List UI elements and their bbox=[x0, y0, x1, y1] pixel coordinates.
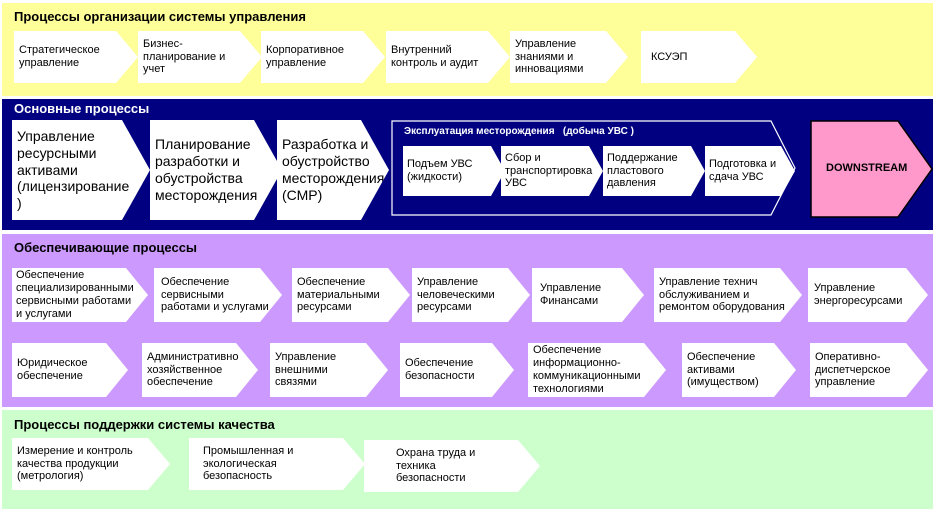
process-ksuep[interactable]: КСУЭП bbox=[641, 31, 757, 83]
support-processes-section: Обеспечивающие процессы Обеспечение спец… bbox=[2, 234, 933, 407]
process-hc-collection[interactable]: Сбор и транспортировка УВС bbox=[501, 146, 603, 196]
exploitation-group: Эксплуатация месторождения (добыча УВС )… bbox=[391, 120, 797, 217]
process-knowledge-management[interactable]: Управление знаниями и инновациями bbox=[510, 31, 628, 83]
process-finance[interactable]: Управление Финансами bbox=[532, 268, 644, 322]
section-title: Обеспечивающие процессы bbox=[14, 240, 198, 255]
process-business-planning[interactable]: Бизнес- планирование и учет bbox=[138, 31, 262, 83]
process-specialized-services[interactable]: Обеспечение специализированными сервисны… bbox=[12, 268, 148, 322]
exploitation-title: Эксплуатация месторождения (добыча УВС ) bbox=[404, 126, 634, 137]
process-resource-assets[interactable]: Управление ресурсными активами (лицензир… bbox=[12, 120, 150, 220]
process-internal-audit[interactable]: Внутренний контроль и аудит bbox=[386, 31, 510, 83]
quality-processes-section: Процессы поддержки системы качества Изме… bbox=[2, 410, 933, 509]
process-field-planning[interactable]: Планирование разработки и обустройства м… bbox=[150, 120, 282, 220]
process-external-relations[interactable]: Управление внешними связями bbox=[270, 343, 388, 397]
process-hc-preparation[interactable]: Подготовка и сдача УВС bbox=[705, 146, 795, 196]
process-maintenance[interactable]: Управление технич обслуживанием и ремонт… bbox=[654, 268, 802, 322]
process-metrology[interactable]: Измерение и контроль качества продукции … bbox=[12, 438, 170, 490]
section-title: Основные процессы bbox=[14, 101, 150, 116]
section-title: Процессы организации системы управления bbox=[14, 9, 306, 24]
downstream-label: DOWNSTREAM bbox=[826, 162, 908, 174]
process-corporate-management[interactable]: Корпоративное управление bbox=[261, 31, 385, 83]
downstream-shape bbox=[810, 120, 933, 218]
process-strategic-management[interactable]: Стратегическое управление bbox=[14, 31, 138, 83]
process-labor-safety[interactable]: Охрана труда и техника безопасности bbox=[364, 440, 540, 492]
process-hc-lifting[interactable]: Подъем УВС (жидкости) bbox=[403, 146, 505, 196]
process-security[interactable]: Обеспечение безопасности bbox=[400, 343, 514, 397]
process-field-development[interactable]: Разработка и обустройство месторождения … bbox=[277, 120, 389, 220]
process-administrative[interactable]: Административно хозяйственное обеспечени… bbox=[142, 343, 258, 397]
process-ict[interactable]: Обеспечение информационно- коммуникацион… bbox=[528, 343, 666, 397]
process-energy-resources[interactable]: Управление энергоресурсами bbox=[808, 268, 928, 322]
process-service-works[interactable]: Обеспечение сервисными работами и услуга… bbox=[154, 268, 282, 322]
process-industrial-safety[interactable]: Промышленная и экологическая безопасност… bbox=[189, 438, 365, 490]
process-material-resources[interactable]: Обеспечение материальными ресурсами bbox=[292, 268, 410, 322]
process-human-resources[interactable]: Управление человеческими ресурсами bbox=[412, 268, 530, 322]
process-assets[interactable]: Обеспечение активами (имуществом) bbox=[682, 343, 796, 397]
process-pressure-maintenance[interactable]: Поддержание пластового давления bbox=[603, 146, 705, 196]
org-processes-section: Процессы организации системы управления … bbox=[2, 3, 933, 96]
main-processes-section: Основные процессы Управление ресурсными … bbox=[2, 99, 933, 230]
downstream-block[interactable]: DOWNSTREAM bbox=[810, 120, 934, 218]
section-title: Процессы поддержки системы качества bbox=[14, 417, 275, 432]
process-legal[interactable]: Юридическое обеспечение bbox=[12, 343, 128, 397]
process-dispatch[interactable]: Оперативно- диспетчерское управление bbox=[810, 343, 928, 397]
